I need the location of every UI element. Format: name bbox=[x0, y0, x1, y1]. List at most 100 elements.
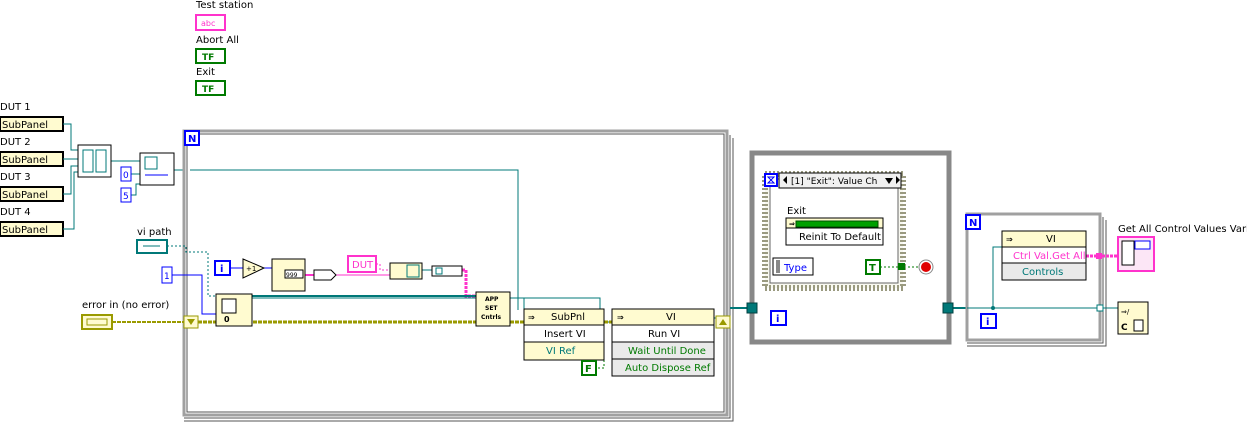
subpanel-text: SubPanel bbox=[2, 155, 48, 166]
subpnl-prop: VI Ref bbox=[546, 346, 576, 357]
true-const[interactable]: T bbox=[865, 259, 881, 275]
subpnl-invoke-node[interactable]: ⇒ SubPnl Insert VI VI Ref bbox=[523, 308, 605, 361]
loop1-count-terminal: N bbox=[184, 130, 200, 146]
subpanel-label: DUT 4 bbox=[0, 207, 31, 218]
concat-node[interactable] bbox=[313, 269, 337, 281]
dut-string-const[interactable]: DUT bbox=[347, 255, 377, 273]
svg-text:APP: APP bbox=[485, 296, 499, 303]
svg-text:i: i bbox=[986, 317, 989, 328]
loop2-tunnel-ref bbox=[1096, 304, 1104, 312]
subpanel-text: SubPanel bbox=[2, 225, 48, 236]
unbundle-node[interactable] bbox=[431, 265, 463, 277]
vi-path-terminal[interactable] bbox=[136, 239, 168, 254]
svg-text:DUT: DUT bbox=[352, 260, 374, 271]
stop-condition-icon[interactable] bbox=[918, 259, 934, 275]
exit-terminal[interactable]: TF bbox=[195, 80, 226, 96]
svg-text:C: C bbox=[1121, 323, 1128, 333]
error-shift-register-out bbox=[715, 315, 731, 329]
subpanel-label: DUT 3 bbox=[0, 172, 31, 183]
test-station-glyph: abc bbox=[201, 19, 215, 28]
abort-all-label: Abort All bbox=[196, 35, 239, 46]
subpnl-title: SubPnl bbox=[551, 312, 585, 323]
error-in-terminal[interactable] bbox=[81, 314, 113, 330]
subpanel-text: SubPanel bbox=[2, 120, 48, 131]
shift-register-right bbox=[942, 302, 954, 314]
subpanel-dut4[interactable]: DUT 4 SubPanel bbox=[0, 207, 64, 237]
close-ref-node[interactable]: ⇒/ C bbox=[1117, 301, 1149, 335]
svg-text:T: T bbox=[869, 263, 876, 274]
loop2-iteration-terminal: i bbox=[980, 313, 997, 329]
subpanel-wires bbox=[63, 123, 184, 230]
bundle-node[interactable] bbox=[139, 152, 175, 186]
const-1[interactable]: 1 bbox=[161, 266, 173, 284]
increment-node[interactable]: +1 bbox=[242, 258, 266, 279]
format-glyph: 999 bbox=[286, 272, 298, 279]
exit-glyph: TF bbox=[202, 85, 214, 95]
event-timeout-icon bbox=[764, 173, 778, 187]
open-vi-ref-node[interactable]: 0 bbox=[215, 293, 253, 327]
abort-all-glyph: TF bbox=[202, 53, 214, 63]
abort-all-terminal[interactable]: TF bbox=[195, 48, 226, 64]
shift-register-left bbox=[746, 302, 758, 314]
vi-param: Auto Dispose Ref bbox=[625, 363, 711, 374]
vi-title: VI bbox=[666, 312, 676, 323]
false-const[interactable]: F bbox=[581, 360, 597, 376]
format-string-node[interactable]: 999 bbox=[271, 258, 306, 292]
test-station-label: Test station bbox=[195, 0, 253, 11]
svg-text:N: N bbox=[188, 134, 196, 145]
build-array-node[interactable] bbox=[77, 144, 112, 178]
svg-text:1: 1 bbox=[164, 272, 170, 282]
vi-invoke-node[interactable]: ⇒ VI Run VI Wait Until Done Auto Dispose… bbox=[611, 308, 715, 377]
test-station-terminal[interactable]: abc bbox=[195, 14, 226, 31]
svg-text:+1: +1 bbox=[246, 265, 256, 273]
output-label: Get All Control Values Variant bbox=[1118, 224, 1247, 235]
stop-tunnel bbox=[898, 263, 905, 270]
subpanel-text: SubPanel bbox=[2, 190, 48, 201]
svg-text:⇒: ⇒ bbox=[617, 313, 624, 322]
vi-path-label: vi path bbox=[137, 227, 172, 238]
svg-text:⇒: ⇒ bbox=[528, 313, 535, 322]
vi-param: Wait Until Done bbox=[628, 346, 706, 357]
loop2-tunnel-out bbox=[1096, 253, 1102, 259]
reinit-invoke-node[interactable]: ⇒ Reinit To Default bbox=[785, 217, 884, 246]
svg-text:⇒: ⇒ bbox=[1006, 235, 1013, 244]
svg-text:5: 5 bbox=[123, 192, 129, 202]
svg-text:i: i bbox=[220, 264, 223, 275]
svg-text:0: 0 bbox=[224, 315, 230, 324]
error-in-label: error in (no error) bbox=[82, 300, 169, 311]
app-set-ctrls-node[interactable]: APP SET Cntrls bbox=[475, 291, 511, 327]
loop2-property-node[interactable]: ⇒ VI Ctrl Val.Get All Controls bbox=[1001, 230, 1087, 281]
subpanel-label: DUT 2 bbox=[0, 137, 31, 148]
svg-text:F: F bbox=[585, 364, 592, 375]
loop2-node-title: VI bbox=[1046, 234, 1056, 245]
exit-label: Exit bbox=[196, 67, 215, 78]
svg-text:Cntrls: Cntrls bbox=[481, 314, 502, 321]
event-type-label: Type bbox=[783, 263, 807, 274]
event-case-selector[interactable]: [1] "Exit": Value Ch bbox=[778, 172, 902, 189]
const-0[interactable]: 0 bbox=[120, 166, 132, 182]
svg-text:N: N bbox=[969, 218, 977, 229]
output-indicator[interactable] bbox=[1117, 236, 1155, 272]
index-array-node[interactable] bbox=[389, 262, 423, 280]
loop2-prop2: Controls bbox=[1022, 267, 1063, 278]
exit-node-label: Exit bbox=[787, 206, 806, 217]
event-data-node: Type bbox=[772, 257, 814, 276]
const-5[interactable]: 5 bbox=[120, 187, 132, 203]
subpanel-dut2[interactable]: DUT 2 SubPanel bbox=[0, 137, 64, 167]
event-case-label: [1] "Exit": Value Ch bbox=[791, 177, 877, 187]
svg-text:0: 0 bbox=[123, 171, 129, 181]
svg-text:⇒/: ⇒/ bbox=[1121, 308, 1130, 316]
subpanel-dut1[interactable]: DUT 1 SubPanel bbox=[0, 102, 64, 132]
reinit-label: Reinit To Default bbox=[799, 232, 881, 243]
subpanel-label: DUT 1 bbox=[0, 102, 31, 113]
loop2-count-terminal: N bbox=[965, 214, 981, 230]
loop1-iteration-terminal: i bbox=[214, 260, 231, 276]
event-loop-iteration: i bbox=[770, 310, 787, 326]
loop2-prop1: Ctrl Val.Get All bbox=[1013, 251, 1086, 262]
svg-text:i: i bbox=[776, 314, 779, 325]
svg-text:⇒: ⇒ bbox=[789, 220, 795, 228]
subpanel-dut3[interactable]: DUT 3 SubPanel bbox=[0, 172, 64, 202]
error-shift-register bbox=[183, 315, 199, 329]
